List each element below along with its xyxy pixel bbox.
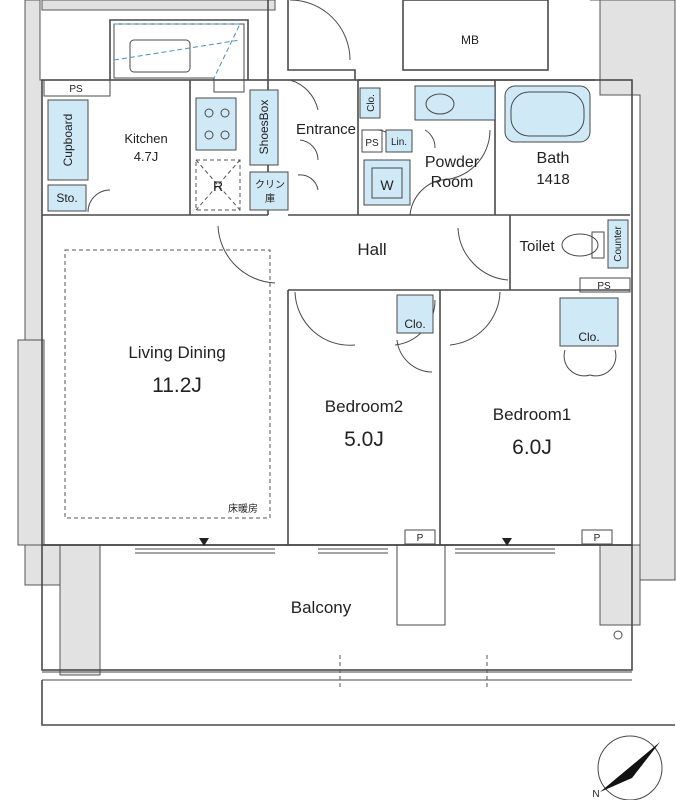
- toilet-icon: [561, 233, 599, 257]
- refrigerator-label: R: [213, 178, 223, 194]
- bedroom2-closet-label: Clo.: [404, 317, 425, 331]
- compass: [597, 735, 663, 800]
- kitchen-area: 4.7J: [134, 149, 159, 164]
- compass-north-label: N: [592, 789, 599, 800]
- washer-label: W: [380, 177, 394, 193]
- bathtub-icon: [504, 85, 591, 143]
- living-dining-area: 11.2J: [152, 374, 202, 397]
- living-dining-name: Living Dining: [128, 343, 225, 362]
- balcony-name: Balcony: [291, 598, 352, 617]
- doors: [87, 0, 617, 377]
- bath-size: 1418: [536, 171, 569, 188]
- mb-label: MB: [461, 33, 479, 47]
- storage-fixture: [47, 184, 87, 212]
- bedroom2-area: 5.0J: [344, 428, 384, 451]
- fixtures: [43, 23, 631, 690]
- ps-label-entrance: PS: [365, 138, 379, 149]
- hall-name: Hall: [357, 240, 386, 259]
- bedroom1-closet-label: Clo.: [578, 330, 599, 344]
- kitchen-sink-icon: [129, 39, 191, 73]
- labels: Living Dining 11.2J Bedroom2 5.0J Bedroo…: [56, 33, 624, 800]
- clean-storage-label-line1: クリン: [255, 179, 285, 191]
- powder-room-line1: Powder: [425, 154, 480, 171]
- clean-storage-label-line2: 庫: [265, 192, 275, 205]
- powder-room-line2: Room: [431, 174, 474, 191]
- clean-storage-fixture: [249, 171, 289, 211]
- linen-label: Lin.: [391, 137, 407, 148]
- entrance-closet-fixture: [359, 87, 381, 119]
- ps-label-kitchen: PS: [69, 84, 83, 95]
- shoes-box-fixture: [249, 89, 279, 166]
- linen-fixture: [385, 129, 413, 153]
- refrigerator-icon: [195, 159, 241, 211]
- cupboard-fixture: [47, 99, 89, 181]
- bedroom1-closet-fixture: [559, 297, 619, 347]
- counter-label: Counter: [613, 226, 624, 262]
- building-walls: [17, 0, 676, 676]
- floor-heating-area: [64, 249, 271, 519]
- entrance-name: Entrance: [296, 121, 356, 138]
- toilet-name: Toilet: [519, 238, 555, 255]
- bath-name: Bath: [537, 150, 570, 167]
- bedroom1-area: 6.0J: [512, 436, 552, 459]
- room-walls: [41, 0, 675, 726]
- floor-heating-label: 床暖房: [228, 502, 258, 515]
- pipe-label-bedroom1: P: [594, 533, 601, 544]
- entrance-closet-label: Clo.: [366, 94, 377, 112]
- shoes-box-label: ShoesBox: [257, 100, 271, 155]
- bedroom2-name: Bedroom2: [325, 397, 403, 416]
- cupboard-label: Cupboard: [61, 114, 75, 167]
- bedroom1-name: Bedroom1: [493, 405, 571, 424]
- wash-basin-icon: [414, 85, 496, 121]
- pipe-label-bedroom2: P: [417, 533, 424, 544]
- kitchen-name: Kitchen: [124, 131, 167, 146]
- storage-label: Sto.: [56, 191, 77, 205]
- bedroom2-closet-fixture: [396, 294, 434, 334]
- ps-label-toilet: PS: [597, 281, 611, 292]
- counter-fixture: [607, 219, 629, 269]
- stove-icon: [195, 97, 237, 151]
